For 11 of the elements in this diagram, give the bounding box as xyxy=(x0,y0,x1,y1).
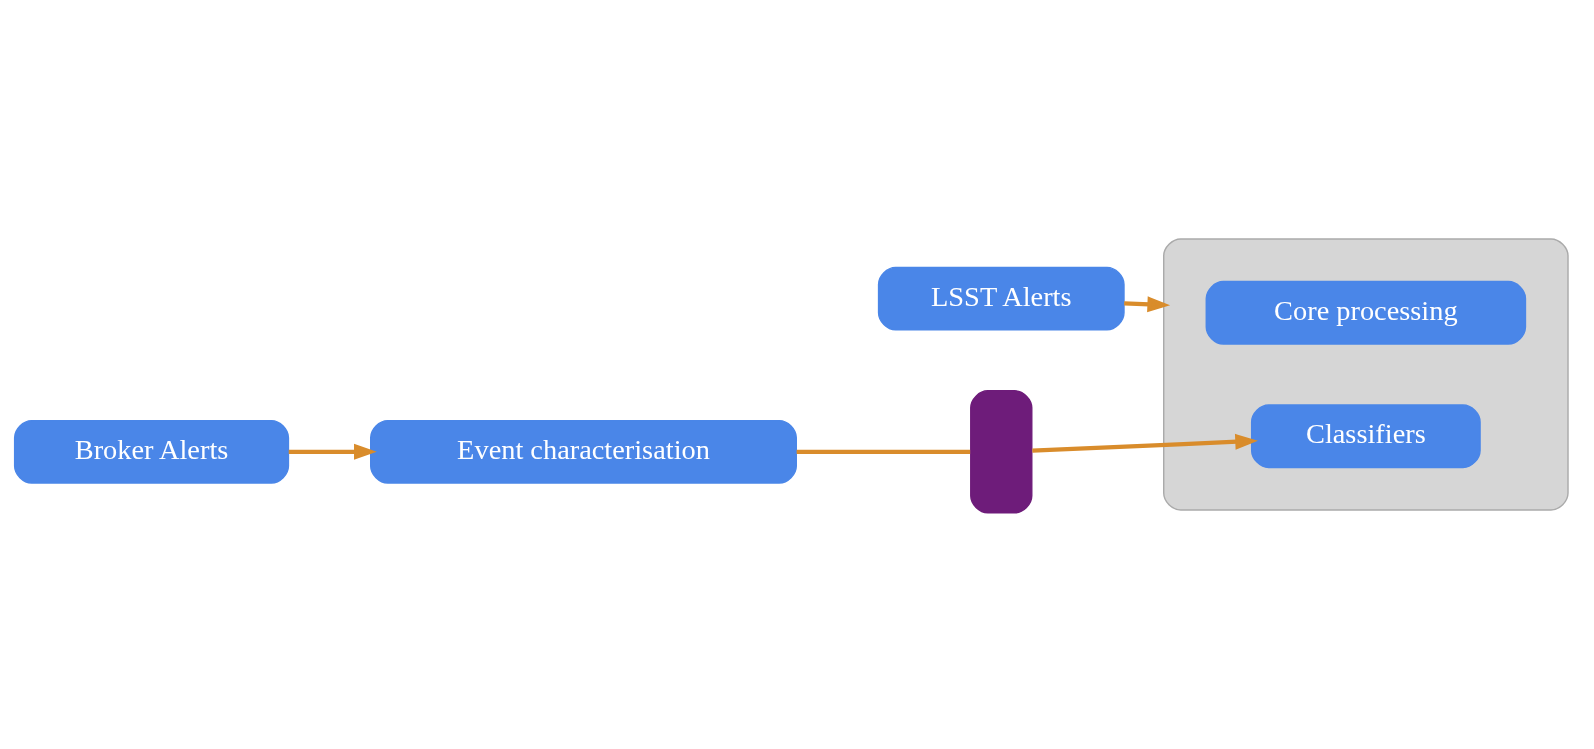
node-box: LSST Alerts xyxy=(877,266,1125,331)
node-box: Event characterisation xyxy=(370,419,797,484)
node-bar xyxy=(970,390,1033,514)
node-box: Broker Alerts xyxy=(13,419,290,484)
arrow xyxy=(1032,433,1259,453)
connector xyxy=(796,449,971,454)
cluster xyxy=(1163,238,1569,511)
node-box: Core processing xyxy=(1205,280,1527,345)
arrow xyxy=(1124,296,1171,313)
node-box: Classifiers xyxy=(1250,404,1481,469)
arrow xyxy=(288,443,377,460)
